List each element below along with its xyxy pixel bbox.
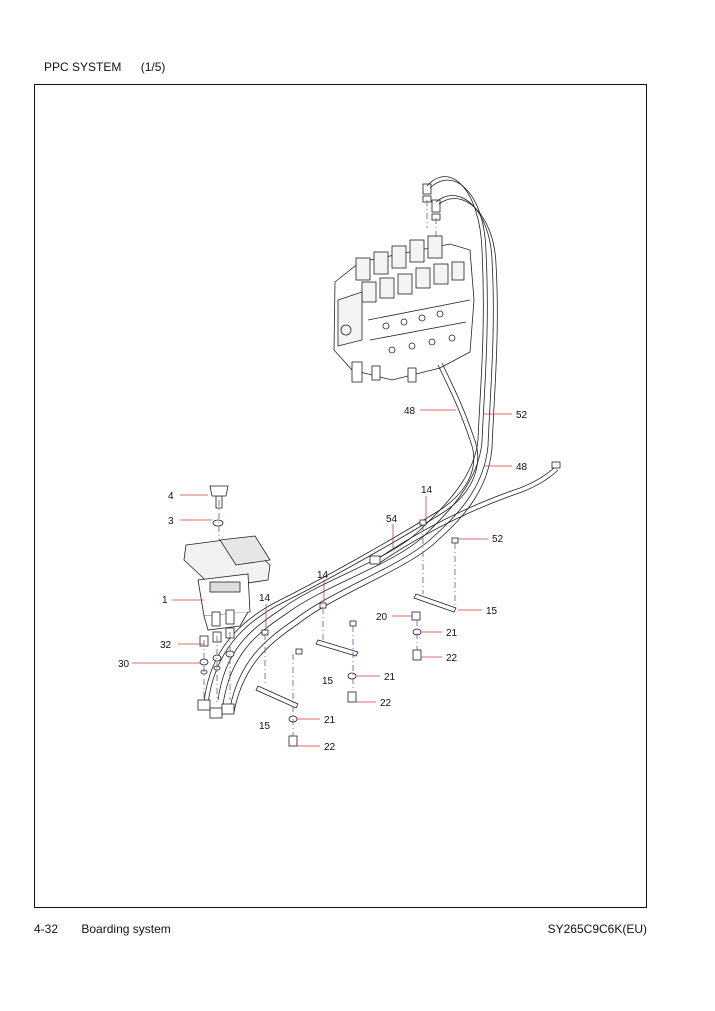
center-lines: [203, 200, 456, 736]
callout-labels: 48 52 48 14 54 52 4 3 14 1 14 20 15 21 3…: [118, 406, 528, 753]
page-number: 4-32: [34, 922, 59, 936]
callout-15b: 15: [322, 676, 334, 687]
callout-22b: 22: [380, 698, 392, 709]
page-title: PPC SYSTEM: [44, 60, 122, 74]
callout-15c: 15: [259, 721, 271, 732]
callout-15a: 15: [486, 606, 498, 617]
callout-21b: 21: [384, 672, 396, 683]
page-footer-left: 4-32 Boarding system: [34, 922, 171, 936]
callout-4: 4: [168, 491, 174, 502]
drawing-frame: [34, 84, 647, 908]
sheet-indicator: (1/5): [140, 60, 166, 74]
callout-14c: 14: [259, 593, 271, 604]
callout-3: 3: [168, 516, 174, 527]
fasteners: [288, 628, 422, 747]
callout-leaders: [132, 409, 512, 747]
upper-hose-fittings: [422, 183, 441, 221]
callout-32: 32: [160, 640, 172, 651]
callout-48b: 48: [516, 462, 528, 473]
callout-22a: 22: [446, 653, 458, 664]
callout-52b: 52: [492, 534, 504, 545]
pedal-fittings: [197, 627, 235, 719]
callout-21c: 21: [324, 715, 336, 726]
control-valve-drawing: [333, 235, 475, 383]
callout-30: 30: [118, 659, 130, 670]
callout-52a: 52: [516, 410, 528, 421]
callout-1: 1: [162, 595, 168, 606]
pedal-valve-drawing: [183, 485, 271, 631]
callout-22c: 22: [324, 742, 336, 753]
page-header: PPC SYSTEM (1/5): [44, 60, 165, 74]
section-name: Boarding system: [81, 922, 171, 936]
callout-21a: 21: [446, 628, 458, 639]
callout-48a: 48: [404, 406, 416, 417]
callout-54: 54: [386, 514, 398, 525]
callout-14b: 14: [317, 570, 329, 581]
clamps: [255, 519, 459, 709]
callout-20: 20: [376, 612, 388, 623]
callout-14a: 14: [421, 485, 433, 496]
model-code: SY265C9C6K(EU): [547, 922, 647, 936]
